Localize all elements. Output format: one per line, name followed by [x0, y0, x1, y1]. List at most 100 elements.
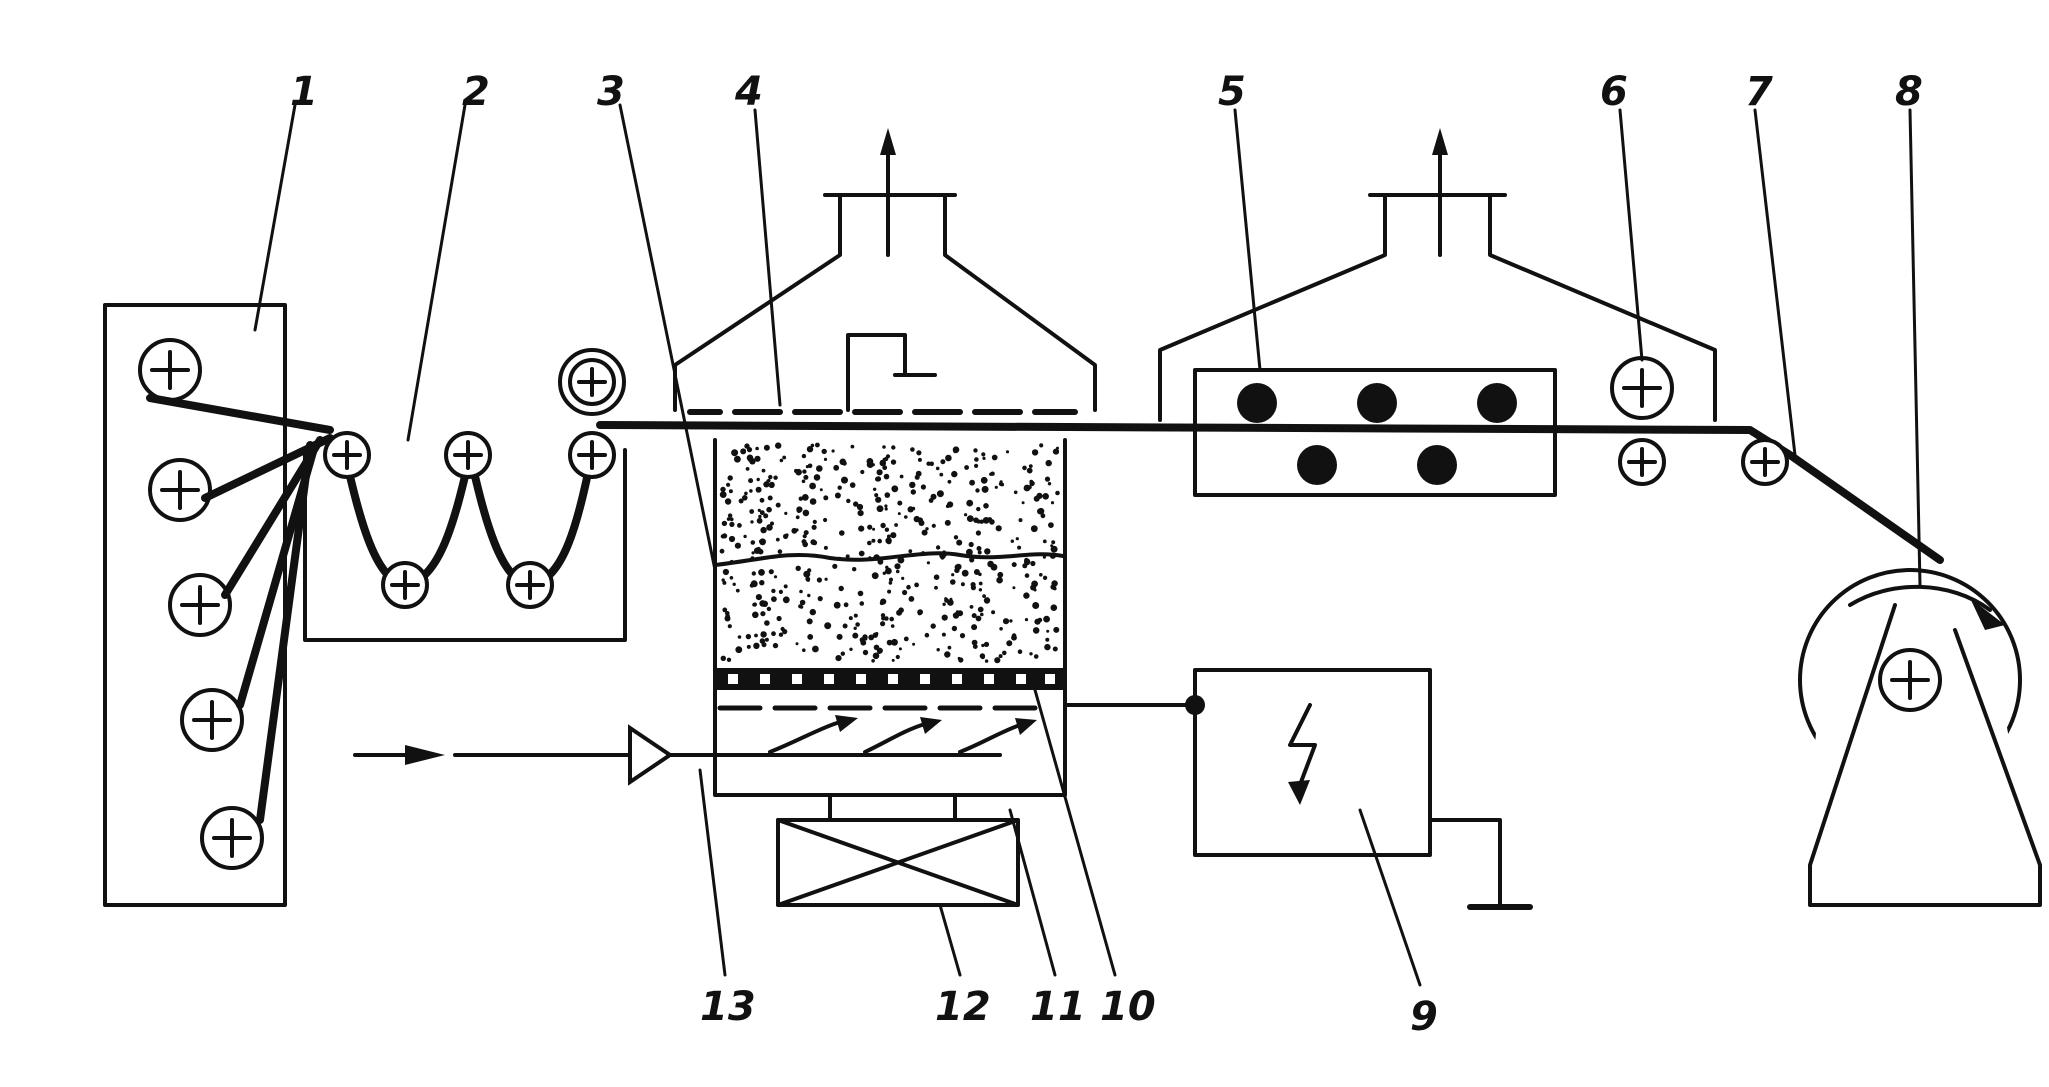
powder-particle: [840, 651, 845, 656]
powder-particle: [860, 639, 867, 646]
powder-particle: [746, 644, 751, 649]
powder-particle: [722, 607, 728, 613]
powder-particle: [740, 448, 747, 455]
powder-particle: [880, 598, 887, 605]
powder-particle: [975, 488, 980, 493]
powder-particle: [867, 524, 873, 530]
powder-particle: [867, 540, 872, 546]
powder-particle: [849, 482, 856, 488]
powder-particle: [940, 459, 946, 465]
powder-particle: [812, 519, 817, 525]
heater-element-1: [1237, 383, 1277, 423]
powder-particle: [759, 600, 766, 607]
powder-particle: [722, 568, 730, 576]
powder-particle: [903, 636, 909, 642]
powder-particle: [756, 477, 760, 482]
powder-particle: [990, 471, 995, 476]
powder-particle: [719, 548, 725, 554]
powder-particle: [801, 479, 806, 484]
powder-particle: [759, 510, 765, 516]
powder-particle: [891, 638, 898, 646]
powder-particle: [917, 611, 922, 616]
powder-particle: [798, 496, 803, 501]
powder-particle: [748, 478, 754, 484]
powder-particle: [909, 481, 916, 489]
powder-particle: [998, 654, 1003, 659]
powder-particle: [875, 476, 882, 482]
powder-particle: [1022, 465, 1027, 471]
powder-particle: [880, 522, 886, 529]
powder-particle: [1011, 634, 1017, 641]
powder-particle: [951, 573, 955, 577]
creel-roll-3: [168, 573, 232, 637]
powder-particle: [720, 534, 725, 539]
powder-particle: [842, 461, 847, 466]
powder-particle: [884, 507, 888, 511]
powder-particle: [885, 567, 892, 575]
powder-particle: [771, 588, 776, 594]
powder-particle: [1006, 640, 1013, 647]
powder-particle: [1030, 560, 1036, 567]
powder-particle: [975, 530, 982, 536]
powder-particle: [761, 468, 766, 473]
powder-particle: [910, 489, 916, 495]
powder-particle: [775, 502, 781, 508]
label-4: 4: [734, 69, 763, 115]
powder-particle: [944, 651, 951, 658]
powder-particle: [831, 449, 835, 453]
powder-particle: [1009, 619, 1013, 623]
fibre-5: [256, 441, 314, 824]
powder-particle: [753, 642, 760, 649]
powder-particle: [945, 454, 952, 462]
powder-particle: [824, 577, 828, 581]
powder-particle: [749, 509, 755, 514]
powder-particle: [785, 533, 789, 537]
powder-particle: [977, 606, 984, 613]
powder-particle: [984, 659, 989, 663]
powder-particle: [806, 446, 814, 453]
powder-particle: [751, 551, 755, 555]
powder-particle: [926, 461, 931, 466]
powder-particle: [850, 444, 855, 449]
powder-particle: [947, 479, 952, 484]
powder-particle: [752, 602, 758, 607]
fibre-line: [596, 421, 1944, 564]
powder-particle: [970, 585, 977, 591]
powder-particle: [983, 503, 989, 509]
exhaust-arrow-icon: [880, 128, 896, 155]
heater-element-2: [1357, 383, 1397, 423]
powder-particle: [763, 444, 770, 451]
powder-particle: [910, 447, 915, 452]
powder-particle: [926, 561, 931, 565]
label-6: 6: [1600, 69, 1628, 115]
powder-particle: [982, 517, 990, 524]
powder-particle: [995, 525, 1002, 532]
powder-particle: [838, 585, 844, 592]
powder-particle: [1040, 513, 1046, 519]
powder-particle: [734, 455, 741, 463]
powder-particle: [902, 589, 908, 596]
powder-particle: [756, 517, 763, 524]
powder-particle: [750, 520, 754, 524]
powder-particle: [802, 534, 807, 539]
powder-particle: [911, 506, 916, 511]
powder-particle: [803, 570, 811, 578]
powder-particle: [984, 548, 991, 555]
powder-particle: [1042, 575, 1048, 580]
powder-particle: [726, 482, 731, 487]
impregnation-bath: [303, 348, 627, 642]
powder-particle: [930, 493, 937, 500]
powder-particle: [871, 538, 876, 543]
powder-particle: [763, 481, 770, 488]
powder-particle: [823, 517, 828, 523]
powder-particle: [836, 633, 843, 640]
powder-particle: [750, 540, 756, 545]
powder-particle: [971, 624, 978, 631]
powder-particle: [754, 633, 758, 638]
powder-particle: [1015, 537, 1019, 541]
powder-particle: [887, 589, 892, 594]
powder-particle: [764, 620, 770, 626]
powder-particle: [1051, 540, 1056, 545]
powder-particle: [931, 523, 936, 528]
powder-particle: [935, 466, 940, 471]
